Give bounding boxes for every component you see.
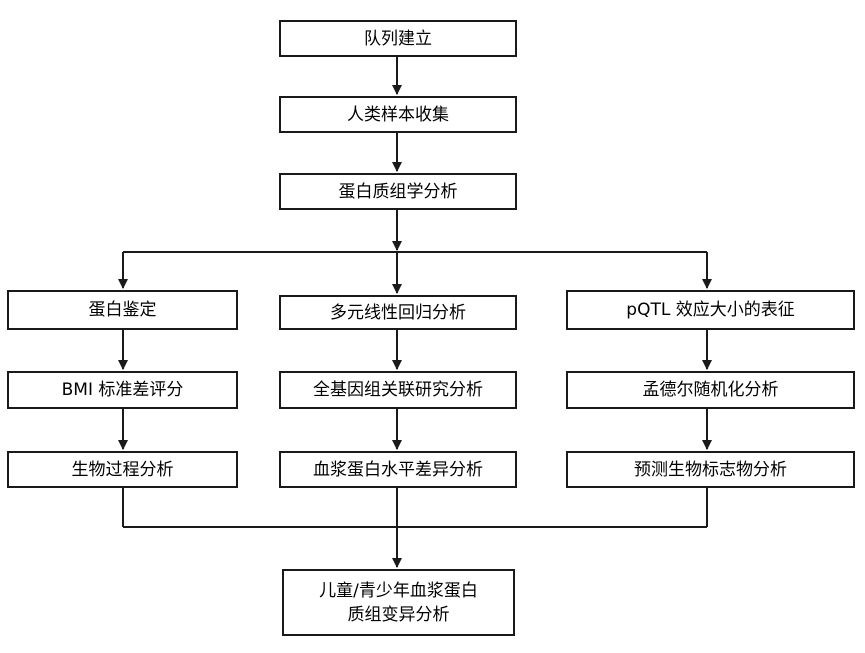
box-final-analysis-line-2: 质组变异分析	[347, 604, 450, 625]
box-biological-process: 生物过程分析	[7, 451, 238, 488]
box-bmi-sds: BMI 标准差评分	[7, 371, 238, 409]
box-protein-identification-label: 蛋白鉴定	[88, 300, 157, 320]
box-mendelian-randomization-label: 孟德尔随机化分析	[642, 380, 779, 400]
box-pqtl-effect: pQTL 效应大小的表征	[566, 290, 855, 330]
box-biological-process-label: 生物过程分析	[71, 459, 174, 480]
box-bmi-sds-label: BMI 标准差评分	[61, 380, 184, 400]
box-gwas-label: 全基因组关联研究分析	[313, 380, 483, 400]
box-cohort-label: 队列建立	[364, 28, 432, 49]
box-sample-collection: 人类样本收集	[279, 96, 517, 133]
box-proteomics: 蛋白质组学分析	[279, 173, 517, 210]
box-pqtl-effect-label: pQTL 效应大小的表征	[626, 300, 795, 320]
box-sample-collection-label: 人类样本收集	[347, 104, 449, 125]
box-proteomics-label: 蛋白质组学分析	[338, 181, 458, 202]
box-protein-identification: 蛋白鉴定	[7, 290, 238, 330]
box-multiple-regression-label: 多元线性回归分析	[330, 302, 466, 323]
box-gwas: 全基因组关联研究分析	[279, 371, 517, 409]
box-biomarker-prediction-label: 预测生物标志物分析	[634, 459, 787, 480]
box-plasma-protein-difference-label: 血浆蛋白水平差异分析	[313, 459, 483, 480]
box-cohort: 队列建立	[279, 20, 517, 57]
box-multiple-regression: 多元线性回归分析	[279, 295, 517, 330]
box-plasma-protein-difference: 血浆蛋白水平差异分析	[279, 451, 517, 488]
box-biomarker-prediction: 预测生物标志物分析	[566, 451, 855, 488]
box-final-analysis: 儿童/青少年血浆蛋白 质组变异分析	[282, 569, 515, 636]
box-final-analysis-line-1: 儿童/青少年血浆蛋白	[319, 580, 478, 601]
box-mendelian-randomization: 孟德尔随机化分析	[566, 371, 855, 409]
